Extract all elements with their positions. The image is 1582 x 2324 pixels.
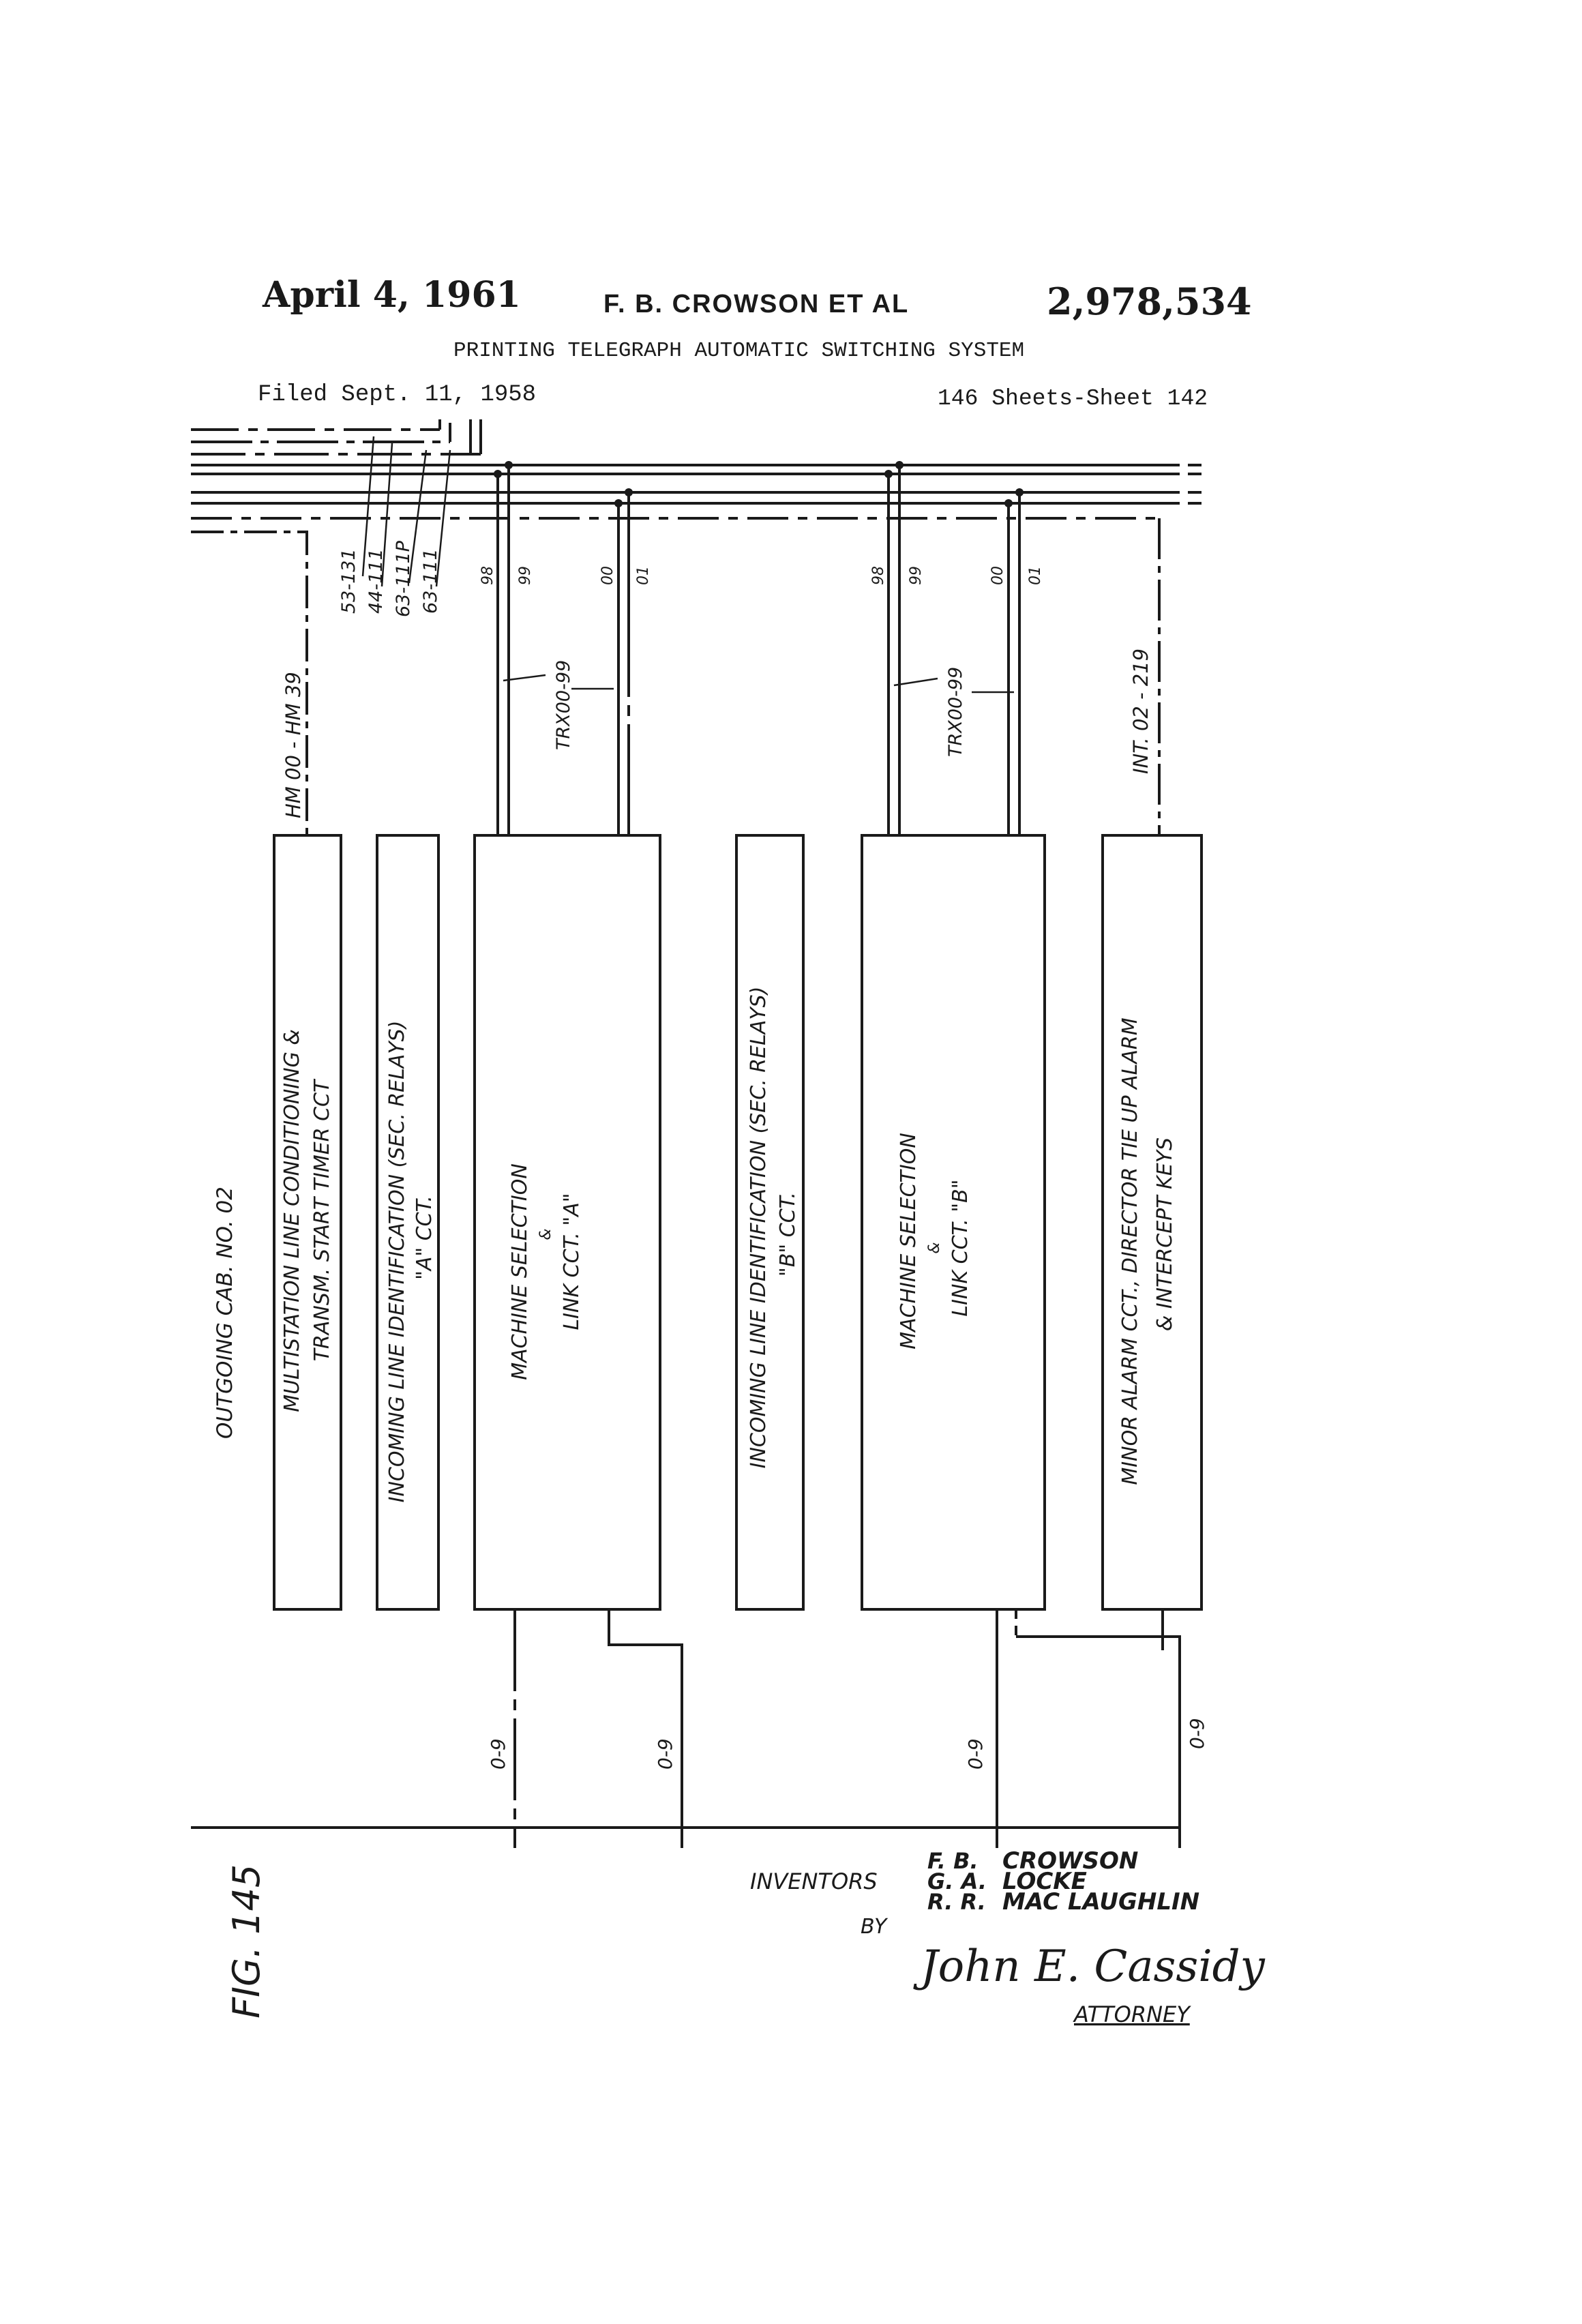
box-label: MINOR ALARM CCT., DIRECTOR TIE UP ALARM bbox=[1118, 1017, 1142, 1485]
inventor-name: CROWSON bbox=[1002, 1847, 1138, 1875]
inventor-initials: R. R. bbox=[927, 1889, 986, 1915]
figure-label: FIG. 145 bbox=[225, 1864, 268, 2018]
patent-number: 2,978,534 bbox=[1047, 280, 1252, 323]
box-label: & INTERCEPT KEYS bbox=[1153, 1137, 1177, 1331]
wire-number: 98 bbox=[870, 566, 887, 585]
inventors-label: INVENTORS bbox=[750, 1868, 878, 1894]
bottom-ref: 0-9 bbox=[1186, 1718, 1208, 1749]
box-label: "B" CCT. bbox=[776, 1192, 800, 1277]
inventor-name: LOCKE bbox=[1002, 1868, 1087, 1895]
box-multistation: MULTISTATION LINE CONDITIONING & TRANSM.… bbox=[280, 1029, 334, 1412]
bottom-ref: 0-9 bbox=[487, 1738, 509, 1770]
bus-ref: 63-111P bbox=[393, 540, 414, 617]
inventor-short: F. B. CROWSON ET AL bbox=[603, 290, 910, 318]
box-incoming-line-a: INCOMING LINE IDENTIFICATION (SEC. RELAY… bbox=[385, 1021, 436, 1503]
attorney-label: ATTORNEY bbox=[1073, 2001, 1191, 2027]
wire-numbers-b: 98 99 00 01 bbox=[870, 566, 1044, 585]
box-outline bbox=[376, 834, 440, 1611]
signature-block: INVENTORS F. B. G. A. R. R. CROWSON LOCK… bbox=[750, 1847, 1266, 2027]
inventor-initials: G. A. bbox=[927, 1868, 987, 1894]
box-label: & bbox=[537, 1228, 554, 1240]
cabinet-label: OUTGOING CAB. NO. 02 bbox=[213, 1187, 237, 1439]
wire-number: 01 bbox=[635, 566, 652, 585]
patent-date: April 4, 1961 bbox=[263, 274, 521, 316]
wire-numbers-a: 98 99 00 01 bbox=[479, 566, 652, 585]
cable-hm-label: HM 00 - HM 39 bbox=[282, 672, 305, 818]
bus-ref: 53-131 bbox=[338, 548, 359, 614]
wire-number: 98 bbox=[479, 566, 496, 585]
wire-number: 01 bbox=[1027, 566, 1044, 585]
box-label: MACHINE SELECTION bbox=[897, 1133, 921, 1350]
box-outline bbox=[1101, 834, 1203, 1611]
bus-references: 53-131 44-111 63-111P 63-111 bbox=[338, 540, 441, 617]
box-outline bbox=[861, 834, 1046, 1611]
box-label: & bbox=[926, 1242, 943, 1253]
bus-ref: 63-111 bbox=[420, 548, 441, 614]
box-machine-selection-a: MACHINE SELECTION & LINK CCT. "A" bbox=[508, 1163, 584, 1380]
wire-number: 00 bbox=[599, 566, 616, 585]
box-machine-selection-b: MACHINE SELECTION & LINK CCT. "B" bbox=[897, 1133, 972, 1350]
box-label: INCOMING LINE IDENTIFICATION (SEC. RELAY… bbox=[385, 1021, 409, 1503]
attorney-signature: John E. Cassidy bbox=[913, 1941, 1266, 1992]
box-outline bbox=[273, 834, 342, 1611]
box-label: "A" CCT. bbox=[413, 1195, 436, 1280]
filed-date: Filed Sept. 11, 1958 bbox=[258, 382, 537, 408]
bus-ref: 44-111 bbox=[365, 548, 387, 614]
bottom-references: 0-9 0-9 0-9 0-9 bbox=[487, 1718, 1208, 1770]
wiring bbox=[191, 419, 1203, 1848]
wire-number: 99 bbox=[517, 566, 534, 585]
box-label: LINK CCT. "A" bbox=[560, 1193, 584, 1330]
inventor-initials: F. B. bbox=[927, 1848, 979, 1874]
by-label: BY bbox=[861, 1915, 889, 1939]
box-outline bbox=[735, 834, 805, 1611]
box-label: TRANSM. START TIMER CCT bbox=[310, 1078, 334, 1361]
patent-title: PRINTING TELEGRAPH AUTOMATIC SWITCHING S… bbox=[453, 339, 1025, 363]
bottom-ref: 0-9 bbox=[654, 1738, 676, 1770]
cable-trx-a-label: TRX00-99 bbox=[553, 660, 574, 750]
box-label: INCOMING LINE IDENTIFICATION (SEC. RELAY… bbox=[747, 987, 771, 1469]
sheet-number: 146 Sheets-Sheet 142 bbox=[938, 386, 1208, 411]
inventor-name: MAC LAUGHLIN bbox=[1002, 1888, 1199, 1916]
cable-int-label: INT. 02 - 219 bbox=[1129, 649, 1152, 774]
cable-trx-b-label: TRX00-99 bbox=[945, 667, 966, 757]
wire-number: 00 bbox=[989, 566, 1006, 585]
box-label: MULTISTATION LINE CONDITIONING & bbox=[280, 1029, 304, 1412]
box-label: LINK CCT. "B" bbox=[949, 1179, 972, 1316]
box-label: MACHINE SELECTION bbox=[508, 1163, 532, 1380]
box-incoming-line-b: INCOMING LINE IDENTIFICATION (SEC. RELAY… bbox=[747, 987, 800, 1469]
wire-number: 99 bbox=[908, 566, 925, 585]
hm-cable bbox=[191, 531, 308, 835]
box-minor-alarm: MINOR ALARM CCT., DIRECTOR TIE UP ALARM … bbox=[1118, 1017, 1177, 1485]
box-outline bbox=[473, 834, 661, 1611]
bottom-ref: 0-9 bbox=[964, 1738, 987, 1770]
